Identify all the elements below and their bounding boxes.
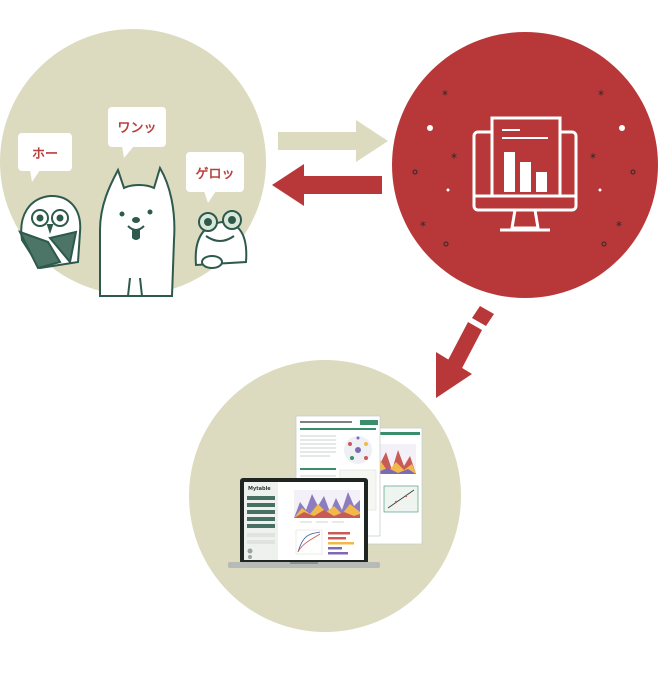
ring-decorations [412,169,636,247]
svg-text:*: * [420,219,426,233]
arrow-left-icon [272,164,382,206]
owl-speech-text: ホー [32,147,58,162]
app-logo: Mytable [248,486,271,492]
monitor-bar-chart-icon [472,116,578,232]
network-graph [344,436,372,464]
report-text-lines [300,435,336,457]
laptop-mockup: Mytable [228,478,380,568]
monitor-bars [504,152,547,192]
arrow-right-icon [278,120,388,162]
sidebar-menu [247,496,275,559]
frog-speech-bubble: ゲロッ [186,152,244,203]
frog-character [194,210,248,269]
dog-speech-text: ワンッ [117,121,156,136]
dog-speech-bubble: ワンッ [108,107,166,158]
laptop-bar-chart [328,532,354,555]
svg-text:*: * [616,219,622,233]
animals-group: ホー ワンッ ゲロッ [0,29,266,297]
owl-character [17,194,82,270]
analysis-group: * * * * * * [392,32,658,298]
laptop-scatter-chart [295,529,323,555]
star-decorations: * * * * * * [420,88,622,233]
laptop-area-chart [294,490,360,518]
dog-character [99,165,176,297]
frog-speech-text: ゲロッ [195,166,234,182]
svg-text:*: * [451,151,457,165]
svg-text:*: * [590,151,596,165]
owl-speech-bubble: ホー [18,133,72,182]
sparkle-decorations [427,125,625,192]
report-group: Mytable [189,360,461,632]
arrow-down-left-icon [436,306,494,398]
svg-text:*: * [442,88,448,102]
svg-text:*: * [598,88,604,102]
